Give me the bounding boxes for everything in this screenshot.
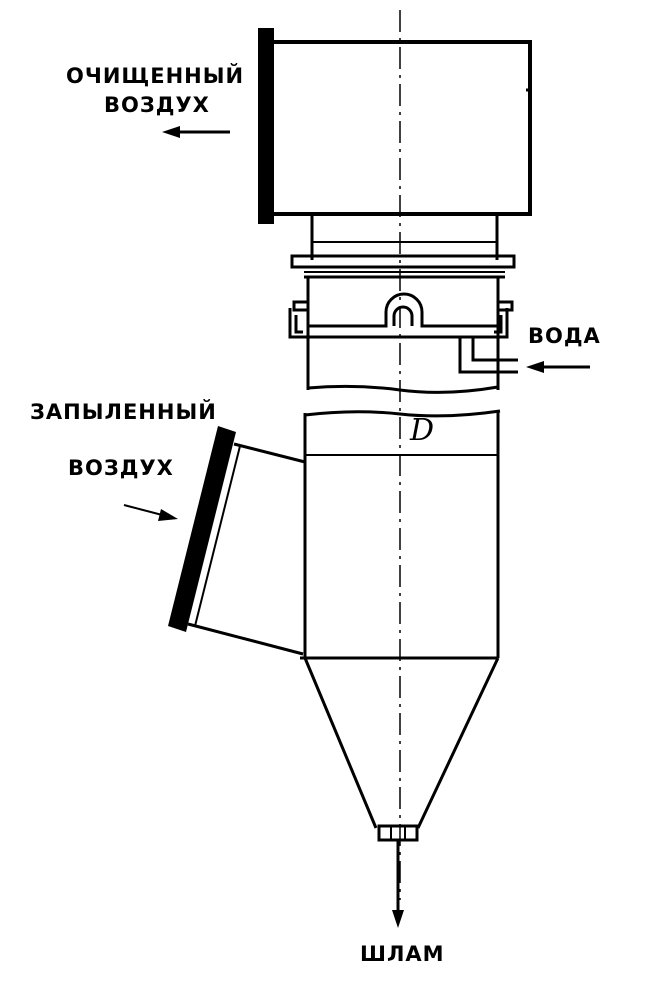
dusty-air-inlet — [168, 426, 306, 656]
clean-air-arrow — [162, 126, 230, 138]
flange-plates — [290, 254, 516, 279]
water-ring-section — [288, 277, 518, 394]
sludge-label: ШЛАМ — [360, 942, 445, 966]
sludge-arrow — [392, 840, 404, 928]
diameter-label: D — [409, 413, 434, 448]
water-arrow — [526, 361, 590, 373]
dusty-air-label-line2: ВОЗДУХ — [68, 456, 174, 480]
outlet-neck — [310, 214, 499, 260]
main-cylinder — [300, 409, 501, 660]
clean-air-label-line2: ВОЗДУХ — [104, 93, 210, 117]
dusty-air-arrow — [123, 504, 178, 521]
clean-air-label-line1: ОЧИЩЕННЫЙ — [66, 64, 245, 88]
dusty-air-label-line1: ЗАПЫЛЕННЫЙ — [30, 400, 217, 424]
water-label: ВОДА — [528, 324, 601, 348]
sludge-cone — [303, 657, 500, 842]
clean-air-outlet-box — [258, 28, 532, 224]
